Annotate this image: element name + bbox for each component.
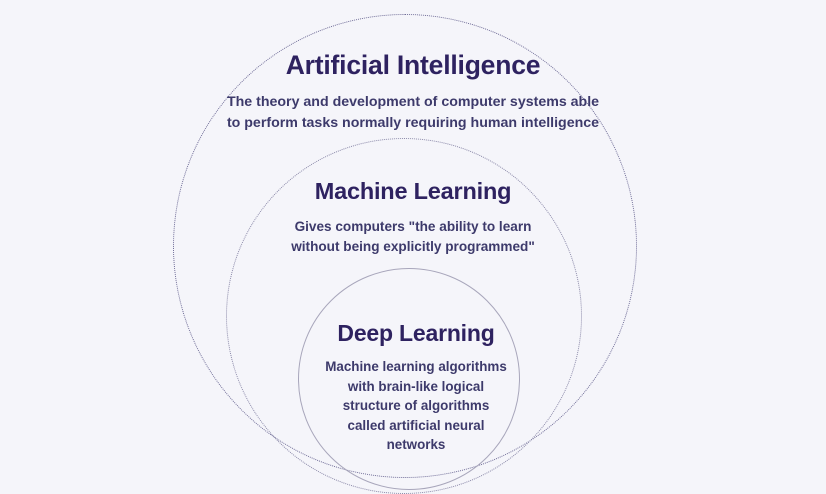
description-line: with brain-like logical: [347, 378, 485, 394]
description-line: structure of algorithms: [342, 398, 490, 414]
description-line: networks: [386, 437, 446, 453]
description-artificial-intelligence: The theory and development of computer s…: [0, 92, 826, 133]
title-artificial-intelligence: Artificial Intelligence: [285, 50, 541, 80]
circle-deep-learning: [298, 268, 520, 490]
description-deep-learning: Machine learning algorithms with brain-l…: [3, 357, 826, 454]
label-group-machine-learning: Machine Learning Gives computers "the ab…: [0, 178, 826, 256]
description-machine-learning: Gives computers "the ability to learn wi…: [0, 217, 826, 256]
description-line: Gives computers "the ability to learn: [294, 219, 532, 235]
label-group-deep-learning: Deep Learning Machine learning algorithm…: [3, 320, 826, 455]
description-line: called artificial neural: [347, 417, 485, 433]
description-line: without being explicitly programmed": [291, 238, 535, 254]
title-machine-learning: Machine Learning: [314, 178, 512, 204]
description-line: The theory and development of computer s…: [226, 94, 600, 111]
description-line: Machine learning algorithms: [325, 359, 507, 375]
title-deep-learning: Deep Learning: [337, 320, 495, 346]
label-group-artificial-intelligence: Artificial Intelligence The theory and d…: [0, 50, 826, 134]
description-line: to perform tasks normally requiring huma…: [226, 115, 600, 132]
